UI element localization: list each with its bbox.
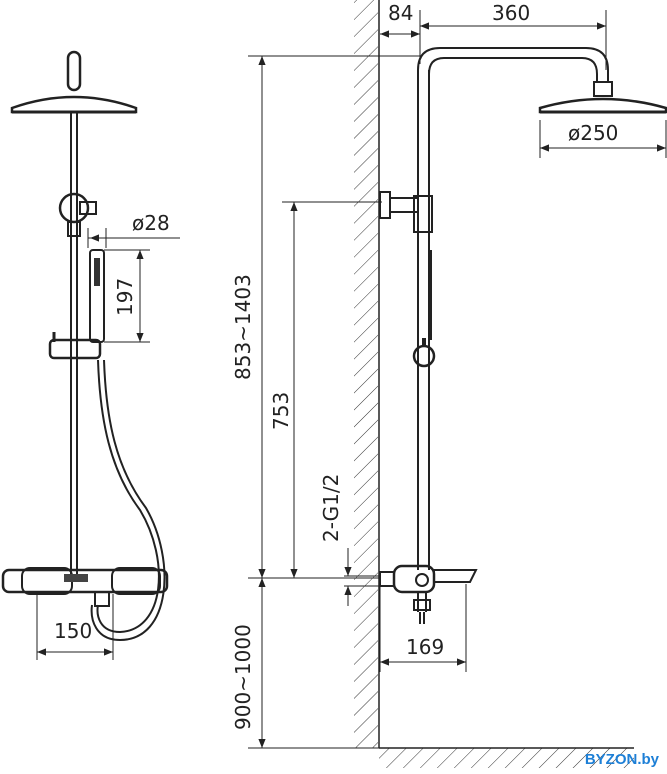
dim-mixer-height: 900~1000 bbox=[231, 624, 255, 730]
dim-head-diameter: ø250 bbox=[568, 121, 618, 145]
dim-bar-height: 753 bbox=[269, 392, 293, 430]
dim-mixer-width: 150 bbox=[54, 619, 92, 643]
front-view bbox=[1, 50, 169, 660]
side-view bbox=[344, 47, 667, 672]
wall bbox=[354, 0, 634, 768]
dim-wall-offset: 84 bbox=[388, 1, 413, 25]
dim-spout-length: 169 bbox=[406, 635, 444, 659]
dim-hand-diameter: ø28 bbox=[132, 211, 170, 235]
dimension-lines bbox=[37, 10, 667, 749]
dim-total-height: 853~1403 bbox=[231, 274, 255, 380]
dim-arm-length: 360 bbox=[492, 1, 530, 25]
watermark-text: BYZON.by bbox=[584, 751, 659, 768]
dim-connection: 2-G1/2 bbox=[319, 474, 343, 542]
dim-hand-length: 197 bbox=[113, 278, 137, 316]
